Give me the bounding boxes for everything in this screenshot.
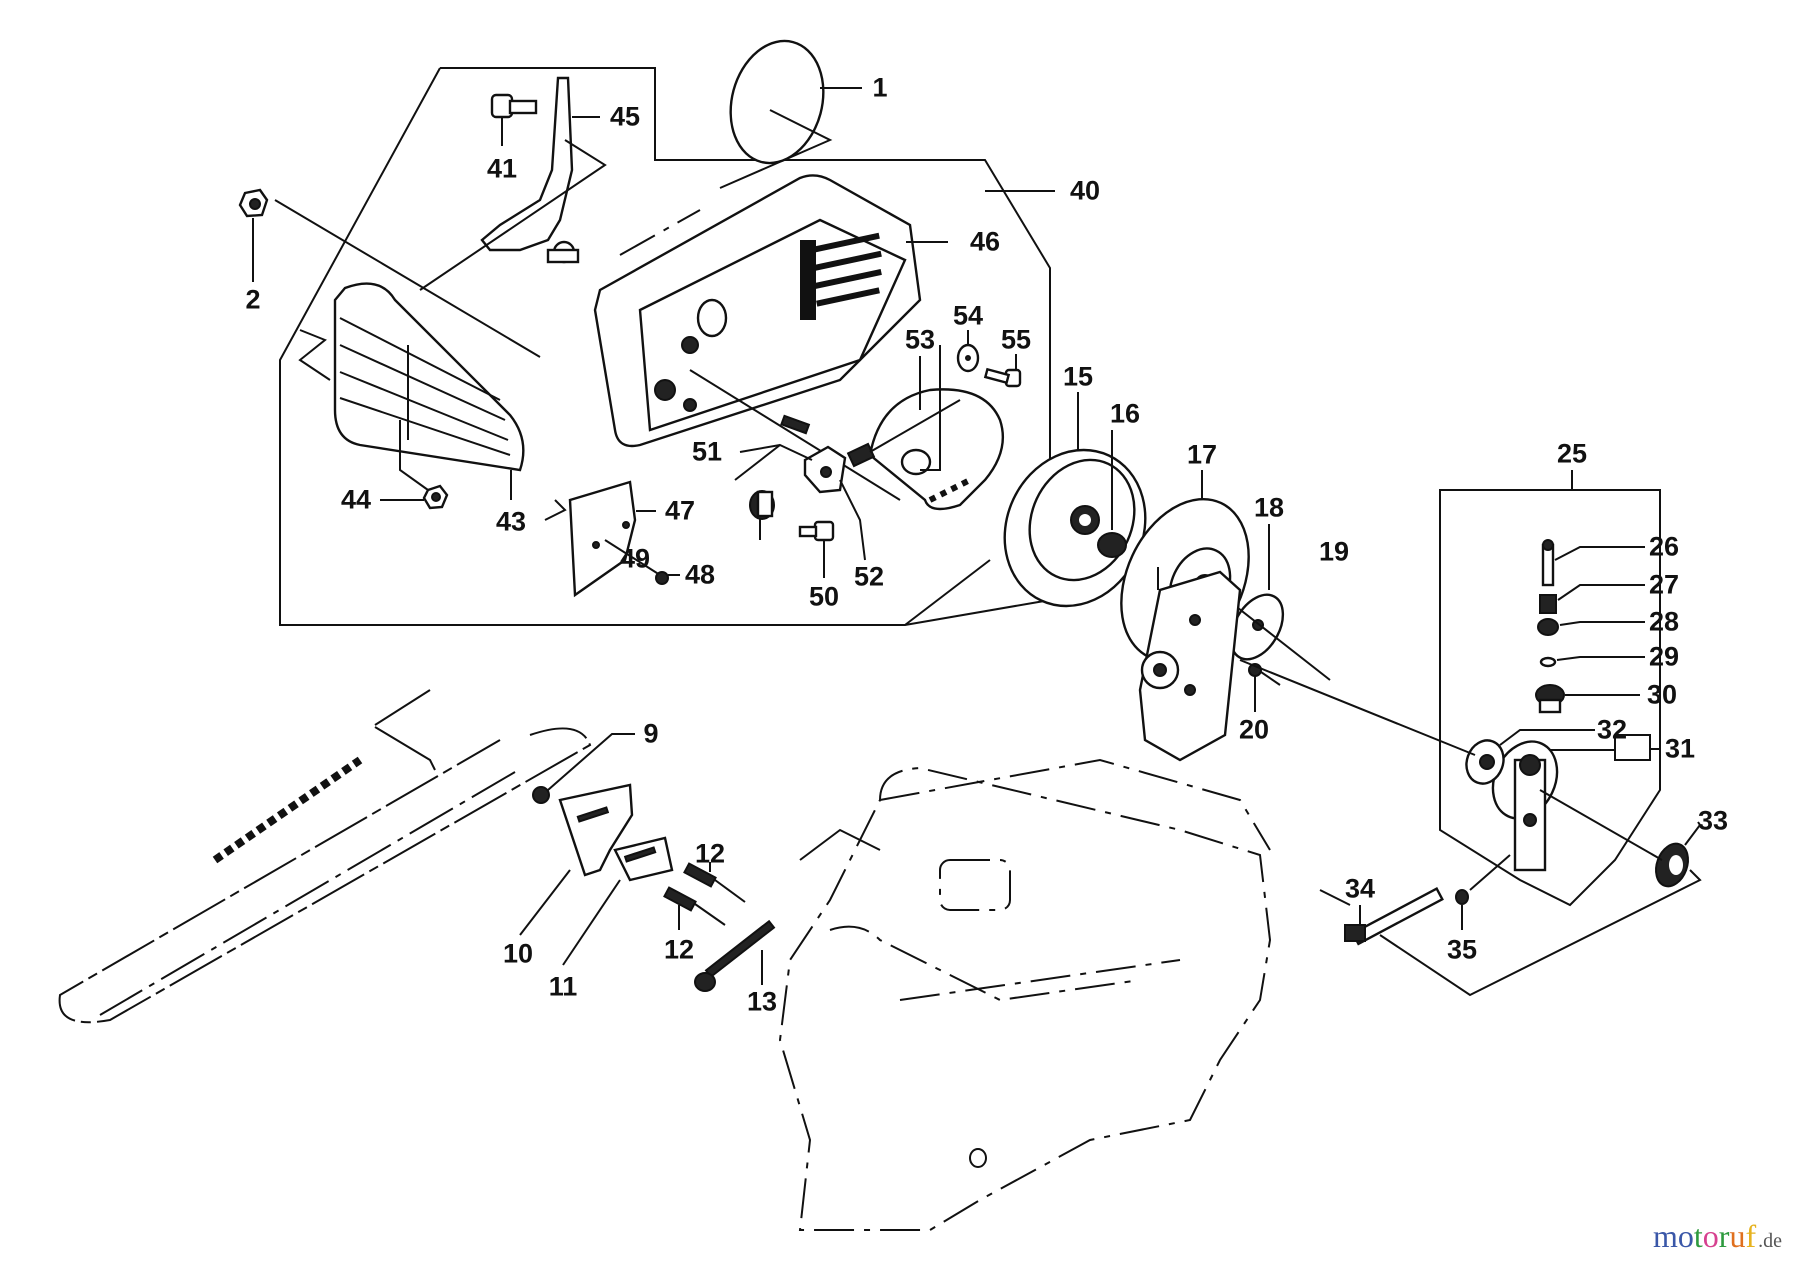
watermark-letter: t <box>1693 1218 1703 1254</box>
part-32-seal <box>1239 659 1595 785</box>
part-26-valve <box>1541 539 1645 587</box>
part-label-20: 20 <box>1238 714 1270 745</box>
part-label-31: 31 <box>1664 733 1696 764</box>
part-label-19: 19 <box>1318 536 1350 567</box>
part-10-outer-plate <box>519 783 634 936</box>
part-51-pin <box>689 369 901 501</box>
part-20-screw <box>1248 663 1281 712</box>
part-label-30: 30 <box>1646 679 1678 710</box>
watermark-tld: .de <box>1758 1230 1782 1252</box>
part-label-12a: 12 <box>694 838 726 869</box>
part-43-side-grill <box>298 282 525 500</box>
engine-housing <box>778 758 1272 1231</box>
part-label-55: 55 <box>1000 324 1032 355</box>
part-28-ball <box>1537 618 1645 636</box>
oil-pump-group-bracket <box>1439 470 1661 907</box>
part-label-10: 10 <box>502 938 534 969</box>
part-label-53: 53 <box>904 324 936 355</box>
part-49-spring <box>734 443 813 540</box>
part-54-washer <box>956 330 980 373</box>
part-label-11: 11 <box>548 971 578 1002</box>
part-34-pin <box>1319 869 1702 997</box>
part-label-29: 29 <box>1648 641 1680 672</box>
part-label-41: 41 <box>486 153 518 184</box>
part-55-bolt <box>983 354 1022 388</box>
part-label-18: 18 <box>1253 492 1285 523</box>
part-2-nut <box>238 188 541 358</box>
part-label-32: 32 <box>1596 714 1628 745</box>
part-label-12b: 12 <box>663 934 695 965</box>
part-label-28: 28 <box>1648 606 1680 637</box>
part-27-spring <box>1539 584 1645 614</box>
part-label-54: 54 <box>952 300 984 331</box>
watermark-letter: f <box>1745 1218 1757 1254</box>
watermark-logo-text: motoruf <box>1653 1218 1756 1255</box>
part-label-47: 47 <box>664 495 696 526</box>
part-9-bolt <box>532 733 635 804</box>
part-label-48: 48 <box>684 559 716 590</box>
part-label-40: 40 <box>1069 175 1101 206</box>
part-label-43: 43 <box>495 506 527 537</box>
part-13-tensioner <box>694 919 776 992</box>
guide-bar-and-chain <box>58 689 592 1024</box>
watermark-letter: o <box>1677 1218 1694 1254</box>
part-31-oil-pump <box>1491 734 1660 872</box>
part-53-brake-band <box>846 345 1004 511</box>
part-52-plate <box>803 445 866 561</box>
part-19-plate <box>1138 567 1242 762</box>
part-label-13: 13 <box>746 986 778 1017</box>
watermark-letter: m <box>1653 1218 1678 1254</box>
part-label-1: 1 <box>872 72 888 103</box>
part-11-inner-plate <box>562 836 674 966</box>
part-label-35: 35 <box>1446 934 1478 965</box>
part-label-17: 17 <box>1186 439 1218 470</box>
part-label-27: 27 <box>1648 569 1680 600</box>
part-label-52: 52 <box>853 561 885 592</box>
watermark-letter: u <box>1729 1218 1746 1254</box>
part-12-studs <box>663 862 746 930</box>
part-label-34: 34 <box>1344 873 1376 904</box>
motoruf-watermark: motoruf.de <box>1653 1218 1782 1255</box>
part-16-needle-bearing <box>1097 430 1127 558</box>
part-label-33: 33 <box>1697 805 1729 836</box>
part-30-plug <box>1535 684 1640 714</box>
part-label-51: 51 <box>691 436 723 467</box>
part-label-50: 50 <box>808 581 840 612</box>
part-29-o-ring <box>1539 656 1645 668</box>
part-label-46: 46 <box>969 226 1001 257</box>
part-label-9: 9 <box>643 718 659 749</box>
part-1-disc <box>719 39 862 189</box>
watermark-letter: r <box>1718 1218 1730 1254</box>
part-label-16: 16 <box>1109 398 1141 429</box>
part-46-chain-cover <box>593 174 948 448</box>
part-label-49: 49 <box>619 543 651 574</box>
part-label-15: 15 <box>1062 361 1094 392</box>
part-45-lever <box>419 76 607 291</box>
part-41-bolt <box>490 93 538 146</box>
part-35-screw <box>1455 854 1511 930</box>
part-33-seal <box>1539 789 1702 888</box>
part-48-screw <box>604 539 680 585</box>
part-label-26: 26 <box>1648 531 1680 562</box>
part-label-44: 44 <box>340 484 372 515</box>
part-44-nut <box>380 420 449 510</box>
part-label-45: 45 <box>609 101 641 132</box>
part-47-guard-plate <box>544 480 656 598</box>
part-50-screw <box>798 520 835 578</box>
watermark-letter: o <box>1702 1218 1719 1254</box>
part-label-2: 2 <box>245 284 261 315</box>
part-label-25: 25 <box>1556 438 1588 469</box>
